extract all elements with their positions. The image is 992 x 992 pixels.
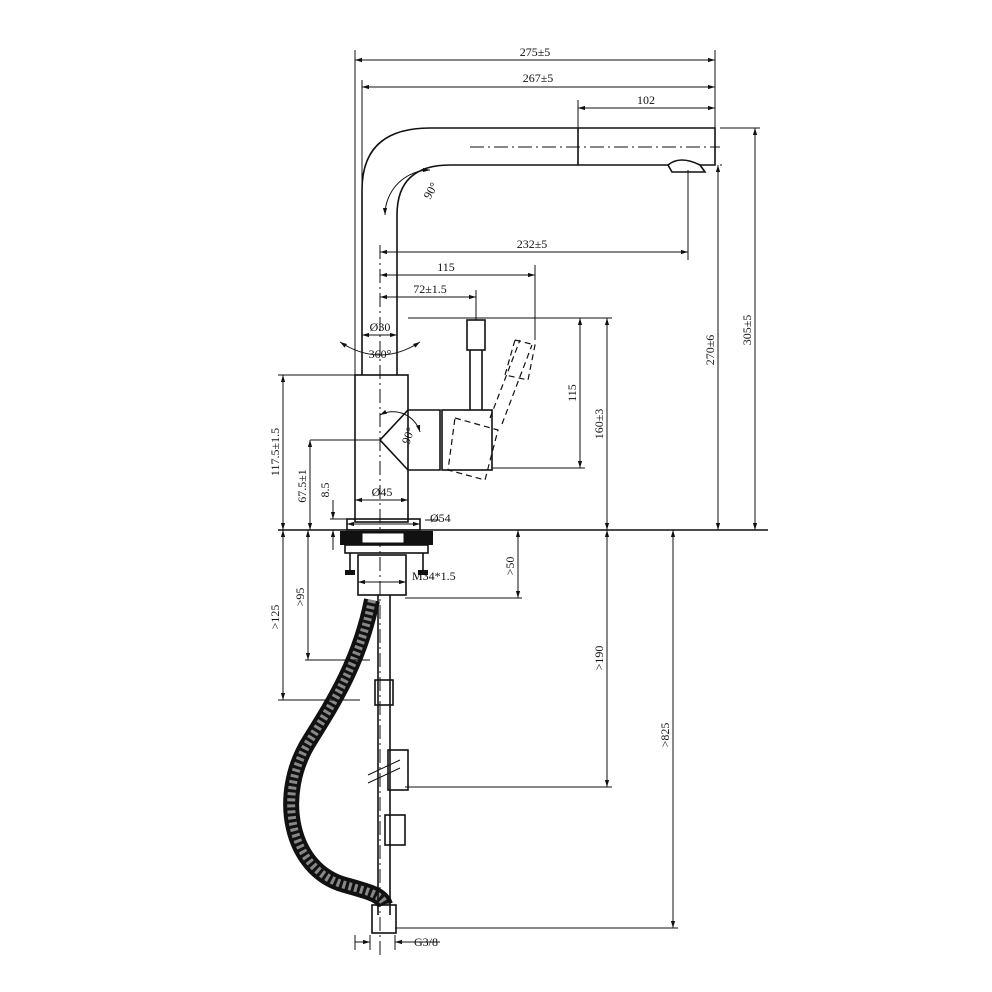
lever-base [441, 409, 493, 471]
dim-connection: G3/8 [414, 935, 438, 949]
dim-swivel: 360° [369, 347, 392, 361]
fitting [387, 749, 409, 791]
dim-counter-thickness: >50 [503, 557, 517, 576]
dim-body-diameter: Ø45 [372, 485, 393, 499]
fitting [374, 679, 394, 706]
dim-total-height: 305±5 [740, 315, 754, 346]
shank-nut [357, 554, 407, 596]
spout-angle-arc [382, 167, 431, 216]
lever-angle-arc [379, 409, 421, 433]
nozzle [666, 159, 707, 173]
supply-pipe [377, 595, 391, 915]
break-marks [367, 759, 401, 784]
dim-body-height: 117.5±1.5 [268, 428, 282, 476]
dim-thread: M34*1.5 [412, 569, 456, 583]
dim-spray-head: 102 [637, 93, 655, 107]
dim-shank-length: >95 [293, 588, 307, 607]
g38-connector [371, 904, 397, 934]
lever-top [466, 319, 486, 351]
dim-base-diameter: Ø54 [430, 511, 451, 525]
hose-braid [287, 599, 389, 907]
dim-lever-angle: 90° [399, 425, 418, 446]
swivel-arc [339, 341, 421, 356]
fitting [384, 814, 406, 846]
spray-head [577, 127, 716, 166]
dim-spout-reach: 267±5 [523, 71, 554, 85]
dim-handle-reach: 115 [437, 260, 455, 274]
dim-spout-angle: 90° [420, 180, 441, 202]
dim-base-height: 8.5 [318, 483, 332, 498]
dim-hose-clearance: >125 [268, 605, 282, 630]
dim-handle-offset: 72±1.5 [413, 282, 447, 296]
lever-open-position [447, 339, 536, 481]
lever-stem [469, 350, 483, 410]
dim-handle-height: 115 [565, 384, 579, 402]
washer [344, 544, 429, 554]
mounting-bolts [349, 553, 424, 572]
dim-supply-length: >190 [592, 646, 606, 671]
dim-handle-top-height: 160±3 [592, 409, 606, 440]
dim-pipe-diameter: Ø30 [370, 320, 391, 334]
dim-outlet-reach: 232±5 [517, 237, 548, 251]
dim-lever-axis-height: 67.5±1 [295, 469, 309, 503]
dim-hose-length: >825 [658, 723, 672, 748]
dim-overall-reach: 275±5 [520, 45, 551, 59]
dim-outlet-height: 270±6 [703, 335, 717, 366]
